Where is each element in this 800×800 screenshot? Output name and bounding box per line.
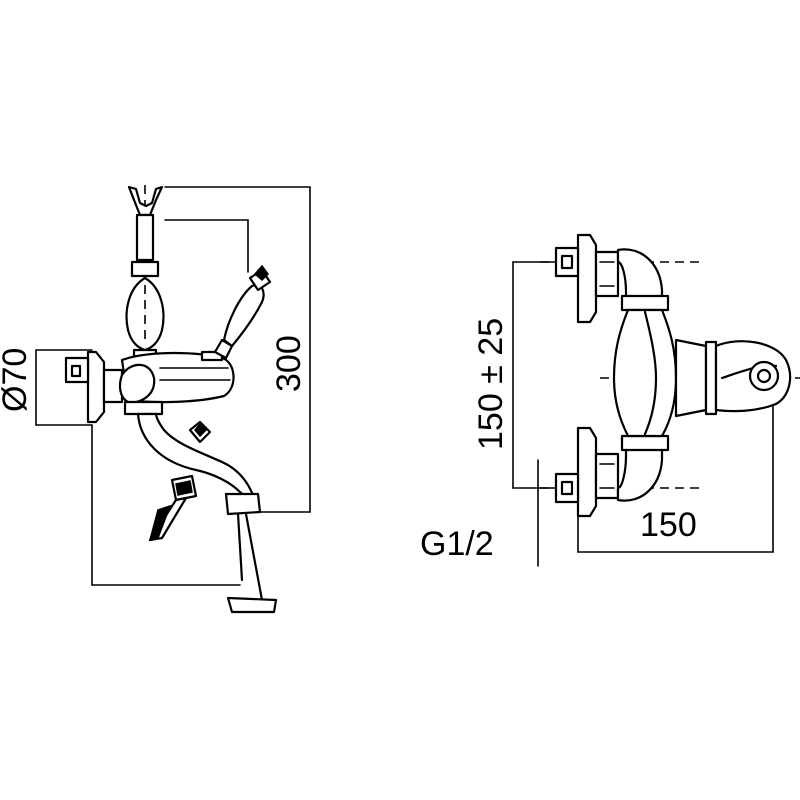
front-view: 150 ± 25 G1/2 150 bbox=[420, 233, 800, 567]
cradle-stem bbox=[135, 213, 155, 262]
dimension-150-label: 150 bbox=[640, 506, 697, 544]
front-body bbox=[612, 308, 678, 438]
connection-g12-label: G1/2 bbox=[420, 525, 494, 563]
diverter-base bbox=[226, 596, 278, 614]
wall-flange bbox=[86, 350, 106, 424]
dimension-300: 300 bbox=[164, 186, 311, 513]
upper-connector bbox=[554, 233, 670, 324]
dimension-150-25-label: 150 ± 25 bbox=[472, 318, 510, 450]
shower-cradle bbox=[127, 185, 164, 217]
dimension-diameter-70-label: Ø70 bbox=[0, 348, 34, 412]
lever-handle bbox=[222, 284, 265, 348]
lower-connector bbox=[554, 426, 670, 518]
side-view: 300 Ø70 bbox=[0, 185, 311, 614]
dimension-300-label: 300 bbox=[270, 335, 308, 392]
dimension-150: 150 bbox=[577, 387, 774, 553]
dimension-150-25: 150 ± 25 bbox=[472, 261, 556, 489]
spout bbox=[136, 412, 258, 508]
dimension-diameter-70: Ø70 bbox=[0, 348, 93, 426]
